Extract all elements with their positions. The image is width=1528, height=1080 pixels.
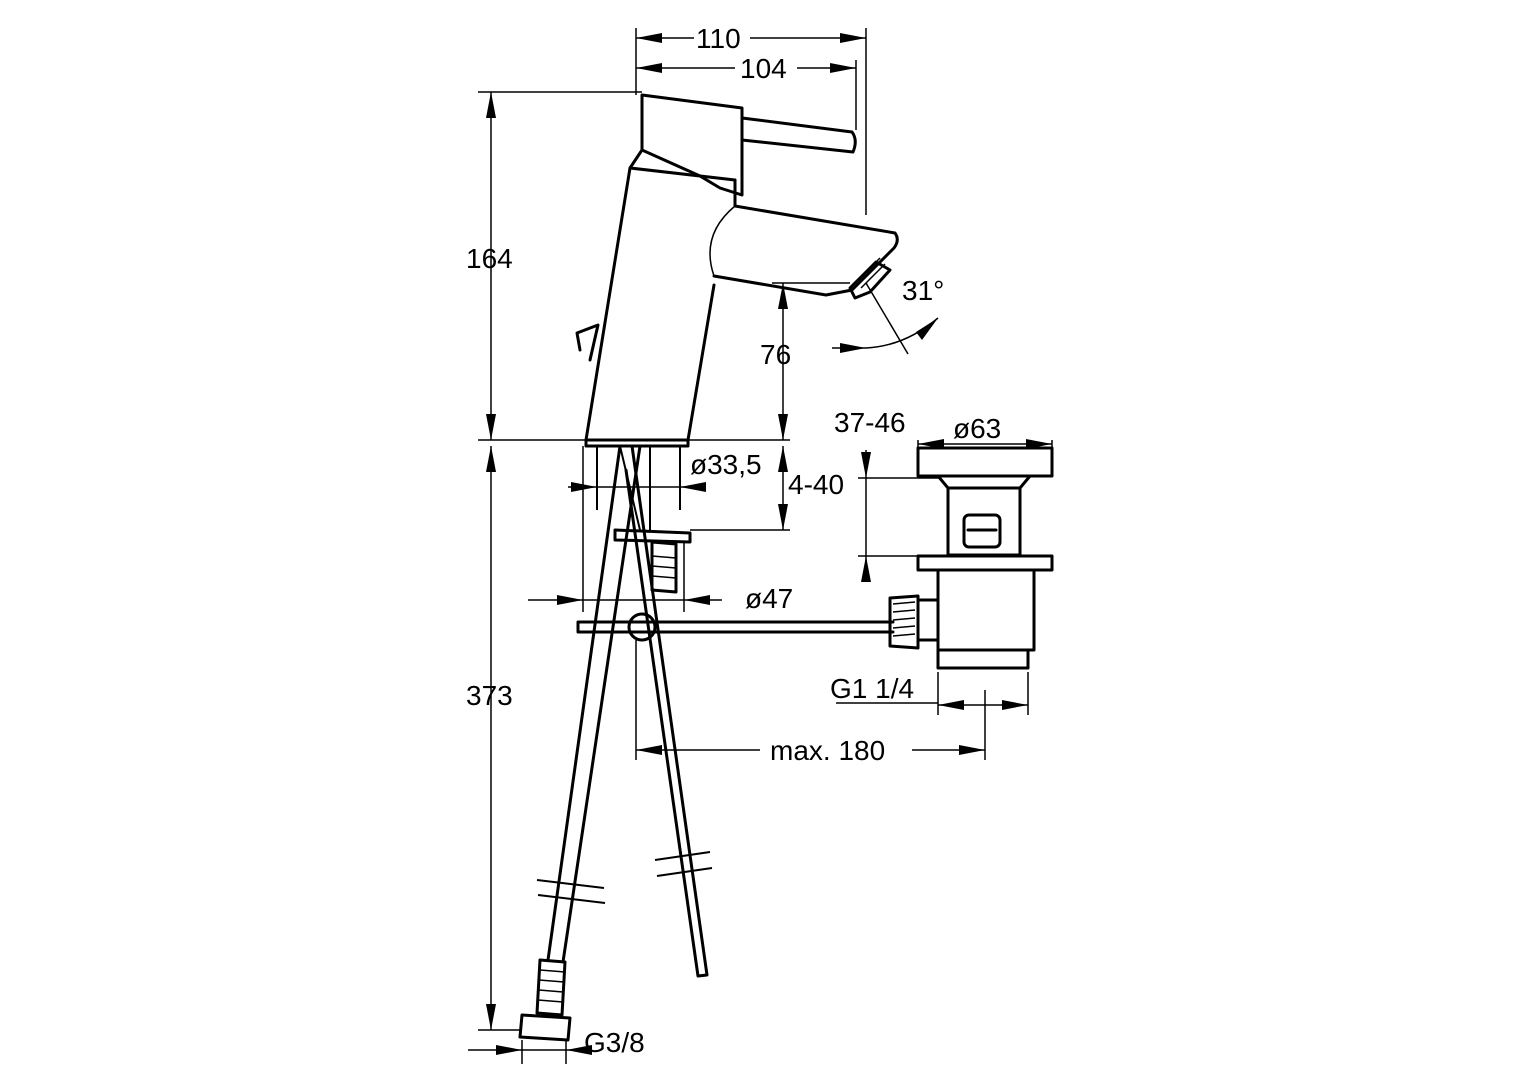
dim-waste-range: 37-46 [834,407,906,438]
waste-valve [888,446,1054,670]
dim-hose-thread: G3/8 [584,1027,645,1058]
flex-hoses [518,444,713,1042]
dimension-lines [468,33,1052,1055]
dim-washer-diameter: ø47 [745,583,793,614]
mounting-assembly [596,445,692,594]
dim-mount-thickness: 4-40 [788,469,844,500]
dim-waste-diameter: ø63 [953,413,1001,444]
pull-rod [576,612,895,642]
dim-width-overall: 110 [696,23,741,54]
faucet-body [575,93,899,448]
dim-height-total: 164 [466,243,513,274]
dim-width-spout: 104 [740,53,787,84]
dimension-labels: 110 104 164 76 31° ø33,5 4-40 ø47 373 G3… [466,22,1001,1058]
dim-hose-length: 373 [466,680,513,711]
dim-waste-thread: G1 1/4 [830,673,914,704]
dim-base-diameter: ø33,5 [690,449,762,480]
dim-spout-angle: 31° [902,275,944,306]
dim-spout-height: 76 [760,339,791,370]
dim-pull-rod-length: max. 180 [770,735,885,766]
